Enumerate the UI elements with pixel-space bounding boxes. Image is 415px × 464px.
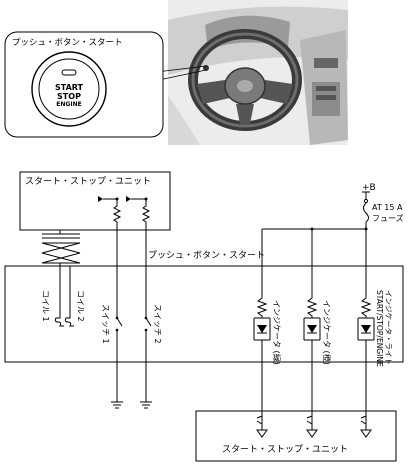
driver-2 (306, 411, 318, 438)
indicator-green-label: インジケータ (緑) (272, 300, 282, 365)
fuse-rating: AT 15 A (372, 203, 403, 212)
driver-1 (256, 411, 268, 438)
coil-1: コイル 1 (41, 266, 64, 327)
push-button-block-title: プッシュ・ボタン・スタート (148, 250, 265, 261)
button-text-engine: ENGINE (56, 101, 81, 108)
switch-2: スイッチ 2 (140, 230, 162, 409)
switch-1-label: スイッチ 1 (101, 304, 110, 344)
dashboard-illustration (168, 0, 348, 145)
coil-linkage (41, 230, 81, 266)
coil-1-label: コイル 1 (41, 290, 50, 322)
switch-1: スイッチ 1 (101, 230, 123, 409)
driver-3 (360, 411, 372, 438)
indicator-amber: インジケータ (橙) (303, 229, 332, 416)
indicator-light-label-2: インジケータ・ライト (384, 290, 393, 365)
switch-2-label: スイッチ 2 (153, 304, 162, 344)
start-stop-unit-top (19, 171, 171, 231)
button-text-stop: STOP (57, 92, 81, 101)
coil-2: コイル 2 (64, 266, 85, 327)
unit-top-pullup-2 (126, 196, 151, 230)
start-stop-button-graphic: START STOP ENGINE (31, 51, 107, 127)
power-supply: +B AT 15 A フューズ (262, 183, 404, 231)
fuse-label: フューズ (372, 213, 404, 223)
unit-bottom-title: スタート・ストップ・ユニット (222, 444, 348, 455)
supply-label: +B (362, 183, 376, 193)
start-stop-unit-bottom (195, 410, 397, 462)
coil-2-label: コイル 2 (76, 290, 85, 322)
indicator-light-label-1: START/STOP/ENGINE (375, 290, 384, 367)
indicator-green: インジケータ (緑) (253, 229, 282, 416)
indicator-amber-label: インジケータ (橙) (322, 300, 332, 365)
unit-top-title: スタート・ストップ・ユニット (25, 176, 151, 187)
callout-label: プッシュ・ボタン・スタート (12, 38, 123, 48)
button-text-start: START (55, 83, 84, 92)
unit-top-pullup-1 (98, 196, 122, 230)
push-button-start-block (4, 265, 404, 363)
indicator-light: START/STOP/ENGINE インジケータ・ライト (357, 229, 393, 416)
